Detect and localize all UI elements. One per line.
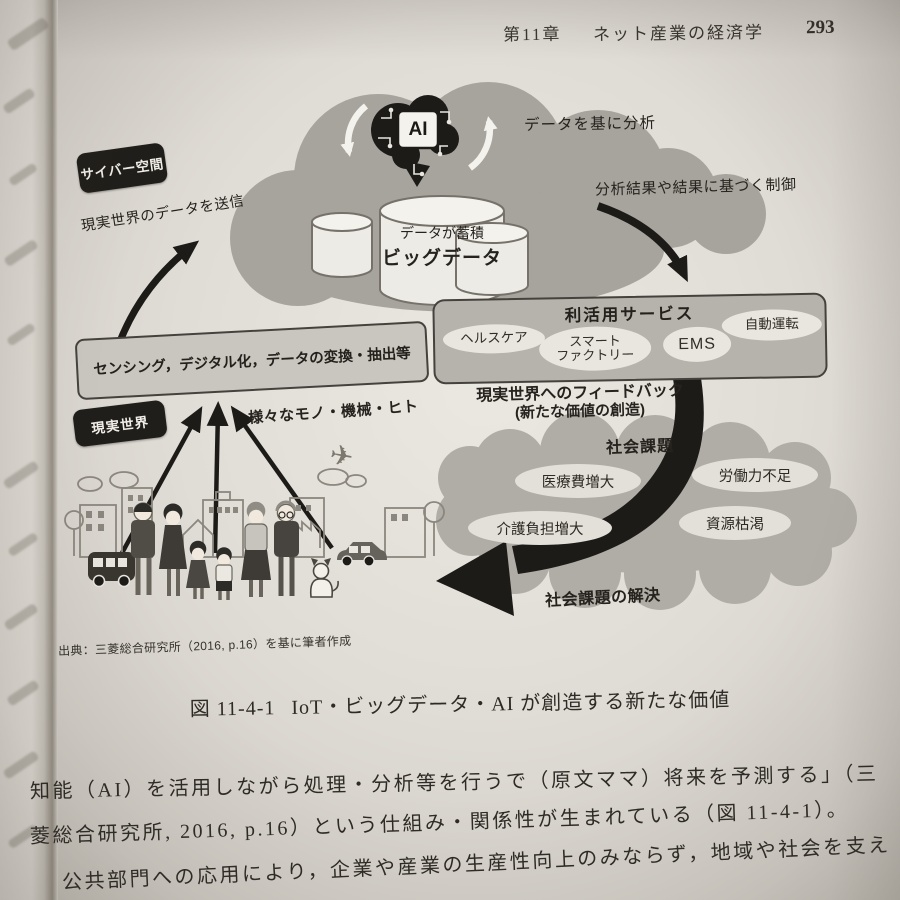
person-boy <box>215 547 233 600</box>
service-oval-smart-factory: スマート ファクトリー <box>538 325 652 372</box>
cycle-arrow-left <box>340 103 369 157</box>
person-girl <box>186 540 210 599</box>
feedback-swoosh-arrow <box>436 378 704 616</box>
service-oval-healthcare: ヘルスケア <box>442 323 546 355</box>
cycle-arrow-right <box>468 116 498 171</box>
service-oval-autonomous-driving: 自動運転 <box>721 308 823 342</box>
analyze-note: データを基に分析 <box>523 114 657 135</box>
dog-icon <box>309 558 339 598</box>
left-page-edge <box>0 0 58 900</box>
family-illustration <box>131 500 339 600</box>
person-grandfather <box>274 500 299 596</box>
control-arrow <box>596 202 688 283</box>
ai-chip-label: AI <box>408 118 428 140</box>
bigdata-label: ビッグデータ <box>381 248 502 269</box>
issue-oval-resource-depletion: 資源枯渇 <box>679 506 791 540</box>
person-grandmother <box>241 501 271 597</box>
airplane-icon: ✈ <box>327 439 355 474</box>
person-mother <box>159 503 187 596</box>
issue-oval-labor-shortage: 労働力不足 <box>692 458 818 492</box>
issue-oval-medical-costs: 医療費増大 <box>515 464 641 498</box>
person-father <box>131 502 155 595</box>
ai-brain-icon <box>340 95 498 187</box>
figure-caption-label: 図 11-4-1 <box>189 697 276 721</box>
service-oval-ems: EMS <box>662 326 732 363</box>
bus-icon <box>88 552 135 588</box>
car-icon <box>337 542 387 567</box>
bigdata-cylinders <box>311 195 529 306</box>
bigdata-note: データが蓄積 <box>400 225 484 241</box>
services-box: 利活用サービス ヘルスケア スマート ファクトリー EMS 自動運転 <box>432 292 828 385</box>
issue-oval-care-burden: 介護負担増大 <box>468 511 612 545</box>
